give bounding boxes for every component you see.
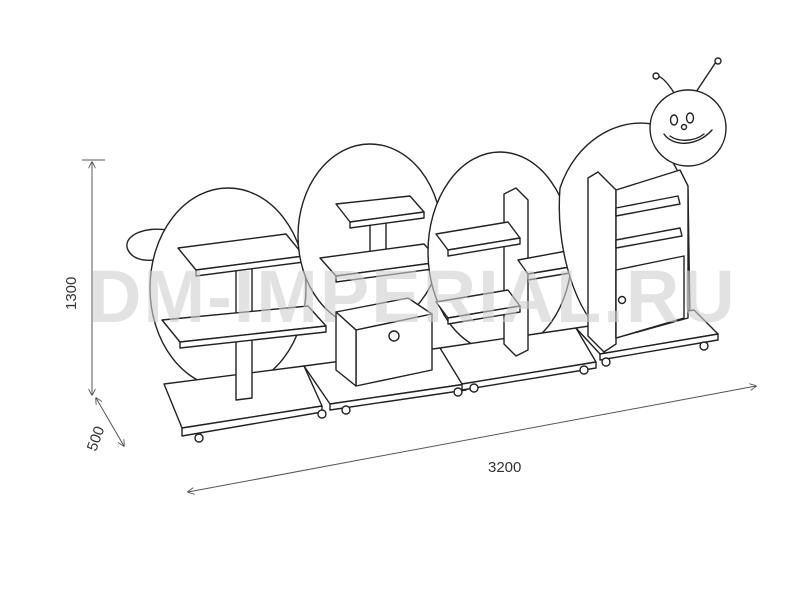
caterpillar-face (649, 89, 727, 167)
cabinet-shelf-top (615, 195, 681, 217)
module-4-cabinet-unit (558, 122, 719, 367)
dimension-depth-label: 500 (84, 424, 109, 453)
dimension-depth: 500 (84, 398, 124, 453)
dimension-width-label: 3200 (488, 459, 521, 476)
dimension-height: 1300 (63, 159, 105, 395)
watermark: DM-IMPERIAL.RU (88, 255, 737, 338)
drawer-handle (388, 330, 400, 342)
cabinet-door (615, 255, 685, 339)
dimension-width: 3200 (188, 386, 756, 492)
drawer-box (335, 297, 433, 387)
cabinet-shelf-middle (615, 227, 683, 249)
caterpillar-head (649, 57, 727, 167)
module-2-drawer-unit (297, 143, 467, 415)
module-1-shelf-unit (126, 187, 327, 443)
dimension-height-label: 1300 (63, 277, 80, 310)
door-knob (617, 295, 627, 305)
cabinet-side-panel (587, 171, 617, 353)
antenna-right (695, 61, 717, 93)
